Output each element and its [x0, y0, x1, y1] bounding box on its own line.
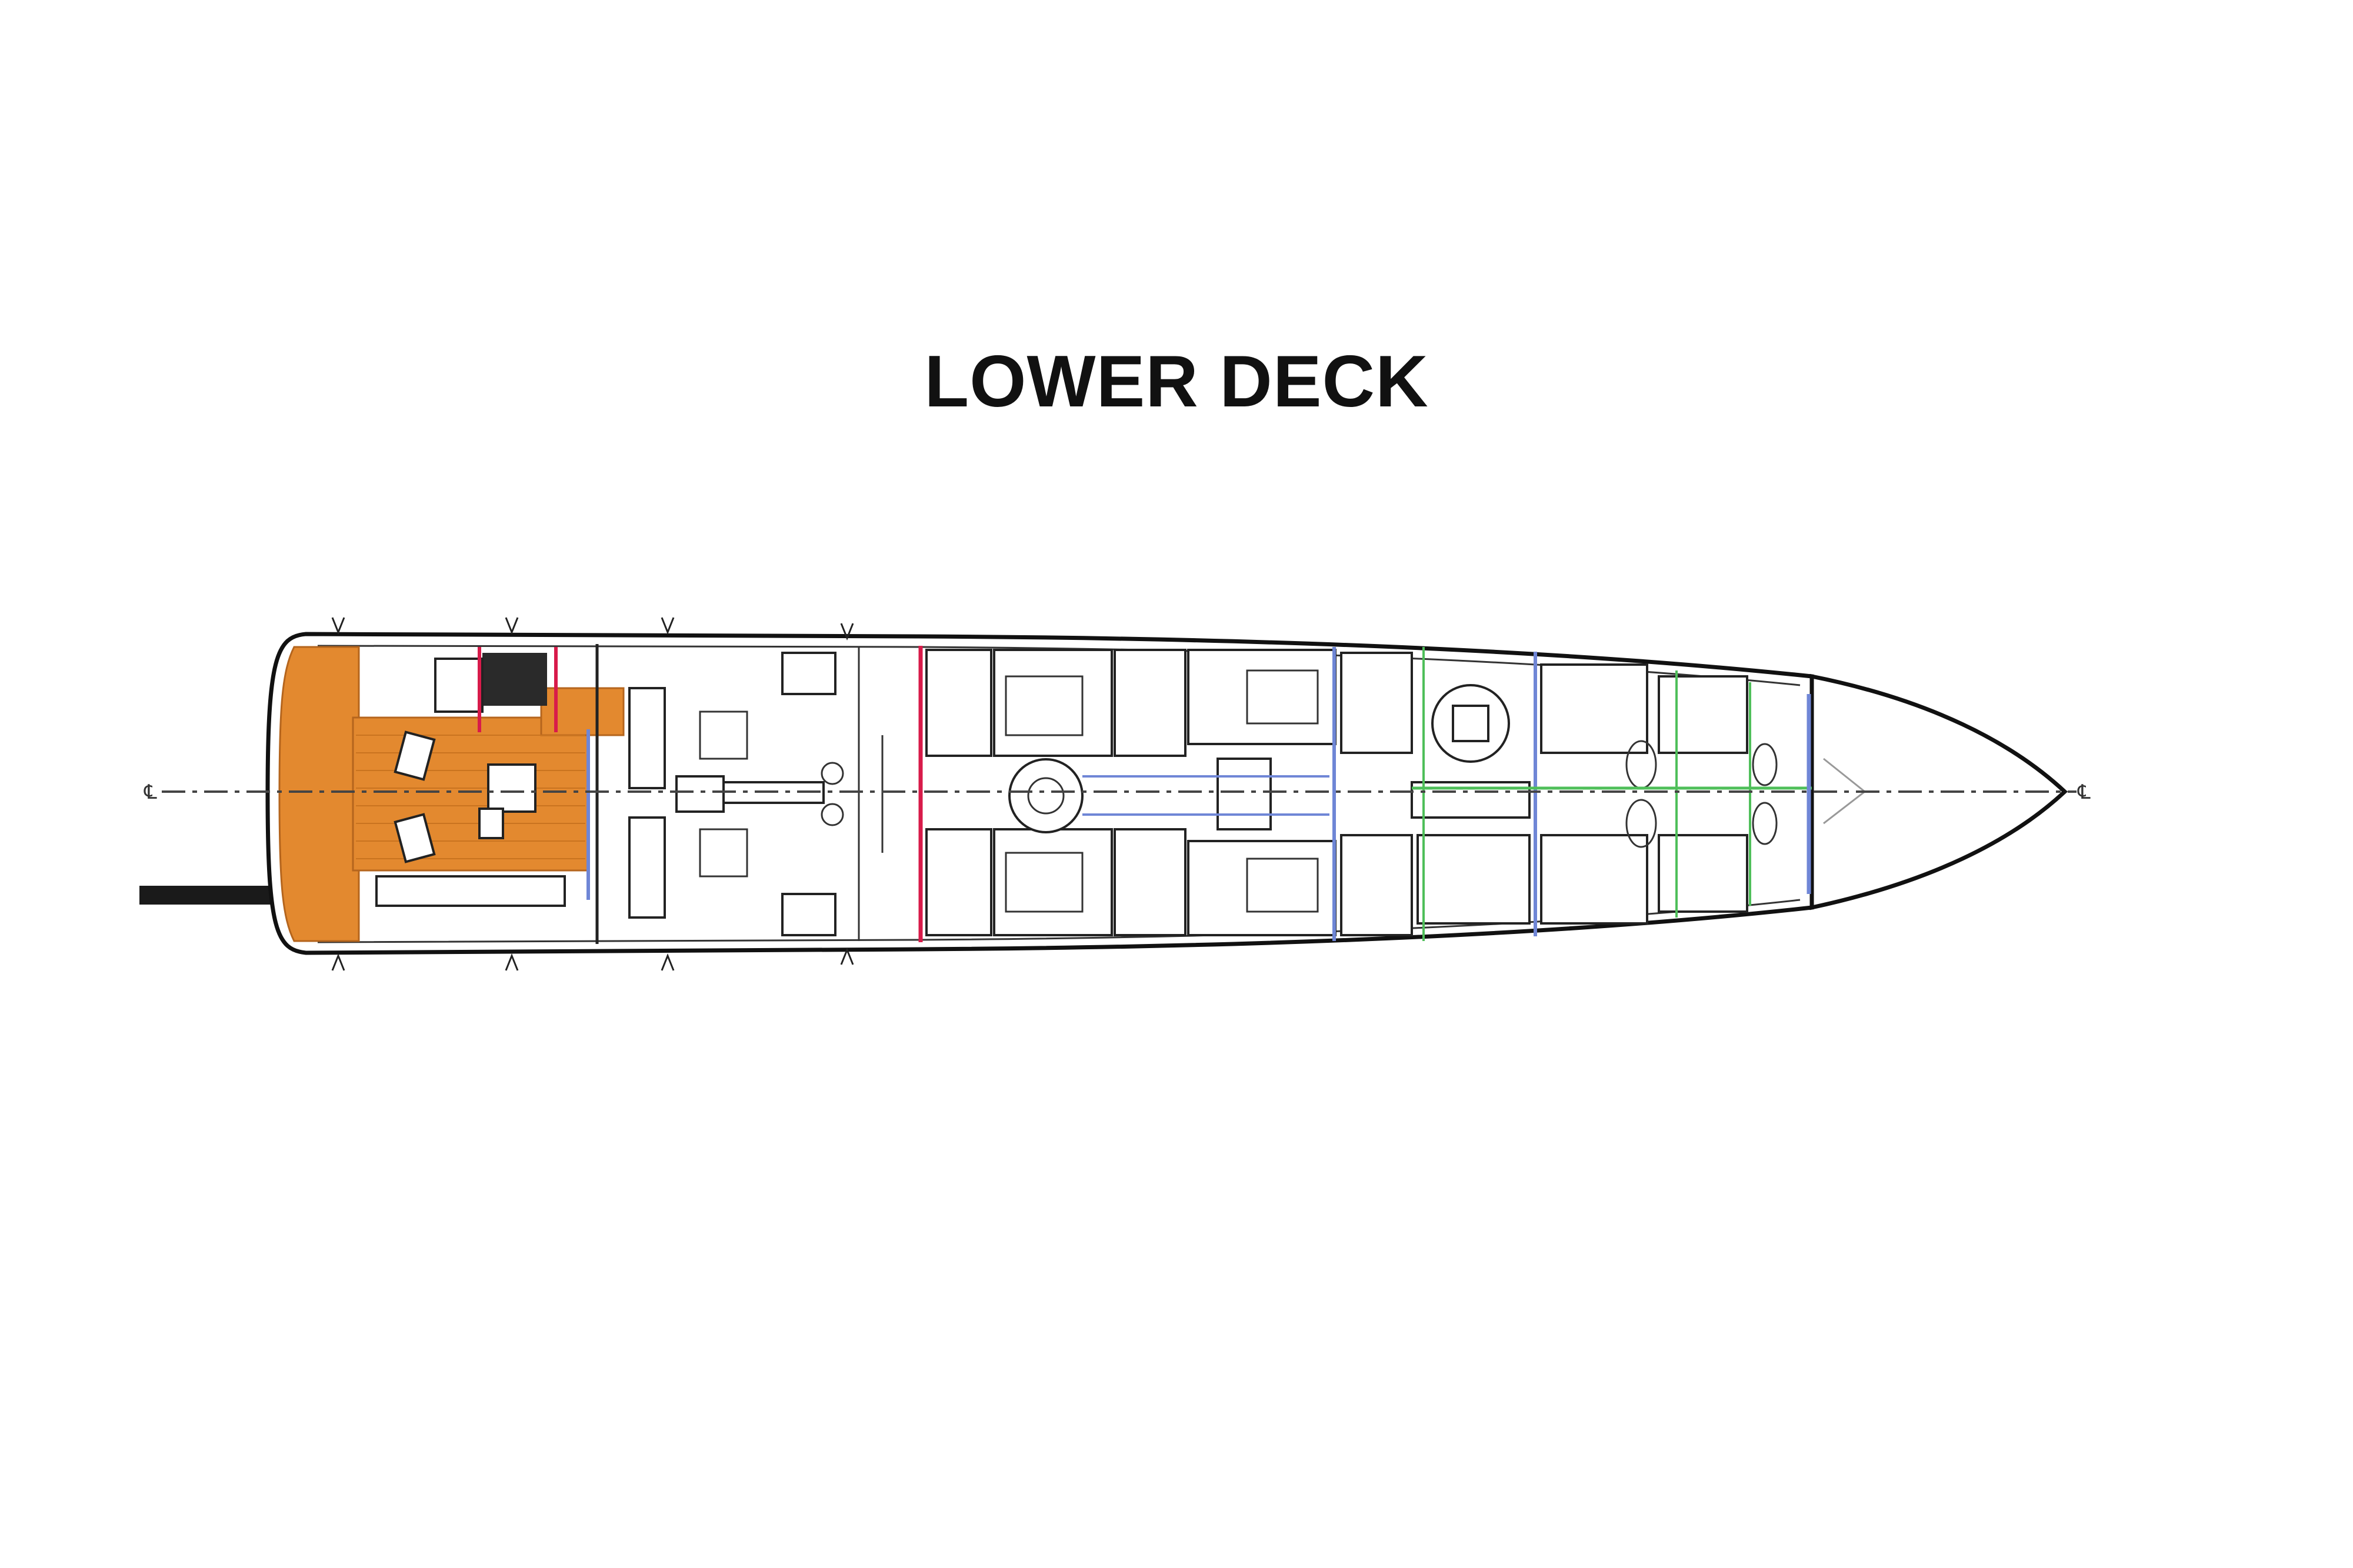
tender-garage	[628, 647, 884, 941]
deck-title: LOWER DECK	[924, 341, 1429, 422]
stern-teak-deck	[278, 646, 360, 942]
centerline-symbol-fwd: ℄	[2077, 780, 2091, 804]
centerline-symbol-aft: ℄	[144, 780, 157, 804]
passerelle	[139, 886, 278, 905]
sun-lounger	[394, 730, 436, 781]
guest-cabins	[925, 649, 1337, 936]
bow-outline	[1809, 673, 2068, 910]
crew-area	[1340, 647, 1531, 941]
frame-marks	[331, 617, 854, 971]
stair-teak	[540, 687, 625, 736]
beach-club-teak	[352, 716, 589, 872]
galley-unit	[434, 658, 484, 713]
teak-planks	[356, 735, 585, 859]
spiral-staircase	[1008, 758, 1084, 833]
table	[478, 808, 504, 839]
forward-crew-cabins	[1540, 663, 1778, 925]
sofa	[487, 763, 536, 813]
sauna	[482, 653, 547, 706]
sun-lounger	[394, 813, 436, 863]
storage-bench	[375, 875, 566, 907]
